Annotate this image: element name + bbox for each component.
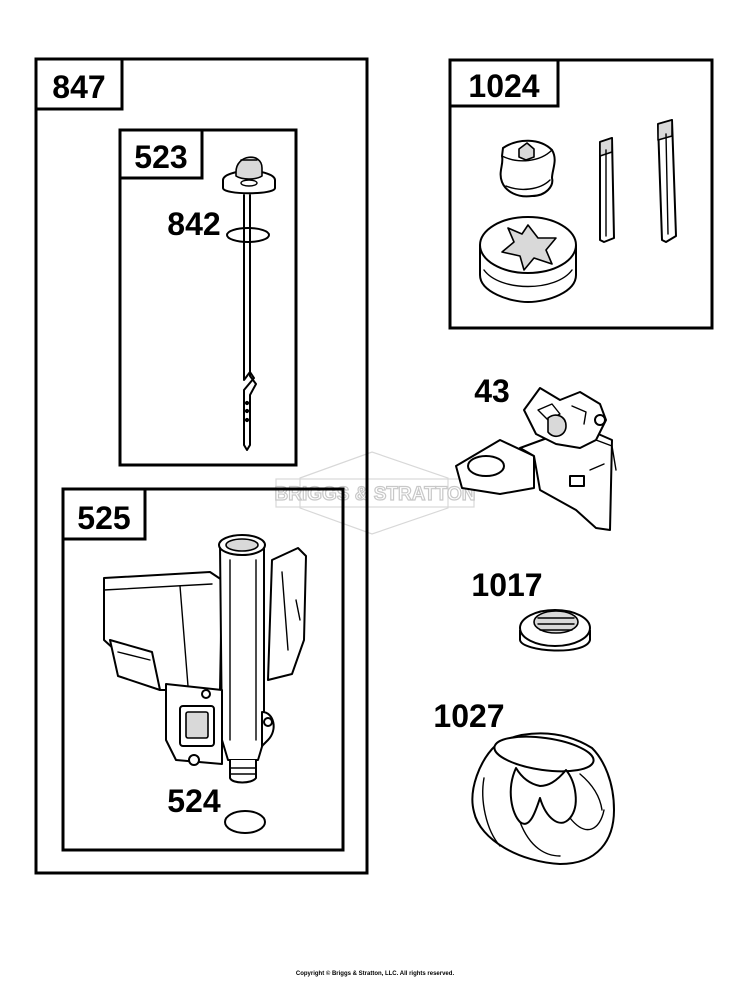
dipstick-rod-drawing xyxy=(243,194,257,451)
callout-847: 847 xyxy=(52,69,105,105)
outer-rotor-drawing xyxy=(479,216,577,303)
pin-short-drawing xyxy=(599,137,615,243)
inner-rotor-drawing xyxy=(499,139,556,198)
callout-523: 523 xyxy=(134,139,187,175)
assembly-1024: 1024 xyxy=(448,58,714,330)
callout-1017: 1017 xyxy=(471,567,542,603)
callout-842: 842 xyxy=(167,206,220,242)
callout-1027: 1027 xyxy=(433,698,504,734)
assembly-523: 523 842 xyxy=(118,128,298,467)
pin-long-drawing xyxy=(657,119,677,243)
callout-525-box xyxy=(61,487,147,541)
assembly-525: 525 524 xyxy=(61,487,345,852)
assembly-523-frame xyxy=(118,128,298,467)
o-ring-842-drawing xyxy=(226,227,270,243)
watermark-text: BRIGGS & STRATTON xyxy=(275,484,476,505)
assembly-1024-frame xyxy=(448,58,714,330)
callout-525: 525 xyxy=(77,500,130,536)
oil-fill-tube-drawing xyxy=(103,534,307,784)
watermark: BRIGGS & STRATTON xyxy=(274,451,476,535)
part-1027: 1027 xyxy=(433,698,615,865)
copyright-text: Copyright © Briggs & Stratton, LLC. All … xyxy=(296,970,455,977)
part-1017: 1017 xyxy=(471,567,591,652)
callout-523-box xyxy=(118,128,204,180)
assembly-847: 847 xyxy=(34,57,369,875)
callout-524: 524 xyxy=(167,783,221,819)
callout-43: 43 xyxy=(474,373,510,409)
governor-bracket-drawing xyxy=(455,387,617,531)
dipstick-cap-drawing xyxy=(222,156,276,195)
o-ring-524-drawing xyxy=(224,810,266,834)
callout-847-box xyxy=(34,57,124,111)
assembly-847-frame xyxy=(34,57,369,875)
cap-1017-drawing xyxy=(519,609,591,652)
callout-1024: 1024 xyxy=(468,68,539,104)
part-43: 43 xyxy=(455,373,617,531)
oil-filter-drawing xyxy=(471,732,615,865)
callout-1024-box xyxy=(448,58,560,108)
assembly-525-frame xyxy=(61,487,345,852)
